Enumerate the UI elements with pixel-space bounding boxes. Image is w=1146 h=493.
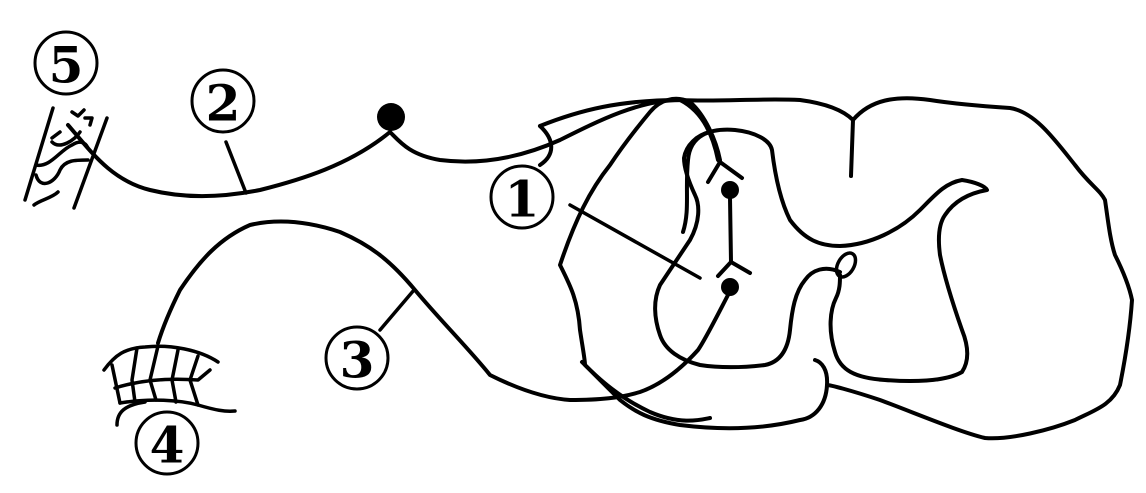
muscle-fiber-4 [170,348,180,404]
muscle-fiber-3 [148,344,160,402]
receptor-ending-2 [70,108,86,118]
lower-synapse-fork [716,260,752,278]
label-4: 4 [134,410,200,476]
muscle-fiber-2 [130,346,139,404]
upper-synapse-fork [706,160,744,184]
dorsal-median-sulcus [849,118,855,178]
label-2: 2 [190,68,256,134]
gray-matter-right-dorsal-horn [681,127,989,384]
skin-left-edge [23,106,55,202]
skin-wave-1 [50,130,82,147]
receptor-ending-3 [83,116,94,127]
leader-lines [224,140,702,332]
skin-wave-4 [32,190,60,207]
interneuron-group [706,160,752,296]
ventral-median-fissure [798,358,830,422]
label-1-text: 1 [505,170,540,229]
sensory-pathway [23,98,722,210]
gray-matter-lateral-loop [834,251,858,279]
gray-matter [538,96,989,423]
label-4-text: 4 [150,416,185,475]
label-1: 1 [489,164,555,230]
muscle-base [115,400,147,427]
muscle-fiber-1 [110,363,122,405]
motor-neuron-cell-body [721,278,739,296]
skin-wave-3 [34,158,90,186]
leader-line-3 [378,288,416,332]
interneuron-axon [728,196,733,264]
leader-line-2 [224,140,248,195]
label-3: 3 [324,325,390,391]
label-5: 5 [33,30,99,96]
leader-line-1 [568,203,702,280]
receptor-skin [23,106,109,210]
afferent-nerve-fiber [66,98,682,199]
spinal-cord-outline [538,96,1134,441]
spinal-cord-bottom-outline [580,360,802,431]
skin-right-edge [72,116,109,210]
muscle-top-edge [102,344,220,372]
ganglion-cell-body [377,103,405,131]
label-3-text: 3 [340,331,375,390]
gray-matter-left [653,130,842,370]
label-2-text: 2 [206,74,241,133]
motor-pathway [102,219,730,427]
spinal-cord-left-outline [538,124,554,167]
muscle-middle-band [113,368,212,390]
interneuron-cell-body [721,181,739,199]
efferent-nerve-fiber [156,219,730,402]
effector-muscle [102,344,237,427]
muscle-fiber-5 [188,354,200,407]
receptor-ending-1 [50,130,62,140]
afferent-fiber-into-cord [678,98,722,164]
gray-matter-left-dorsal-horn [558,96,722,423]
label-5-text: 5 [49,36,84,95]
